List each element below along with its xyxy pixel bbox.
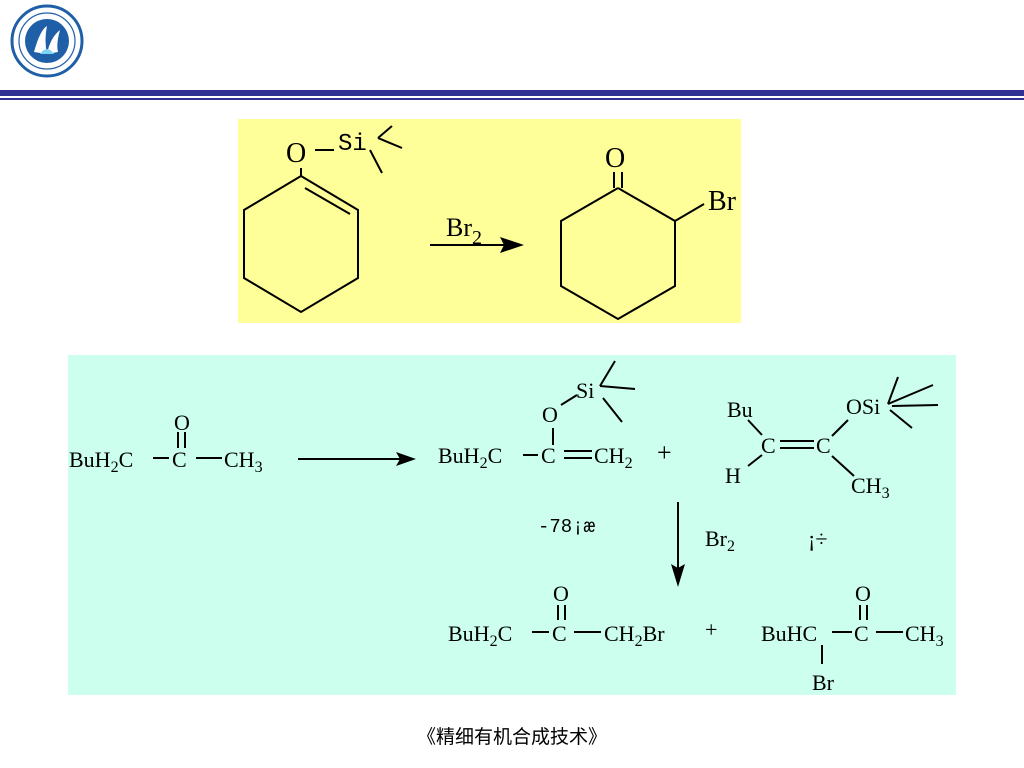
temperature-condition: -78¡æ xyxy=(538,516,596,538)
reaction-1-reagent: Br2 xyxy=(446,213,482,249)
silyl-1-vinyl-carbon: C xyxy=(541,443,556,468)
silyl-1-silicon-label: Si xyxy=(576,378,594,403)
university-logo xyxy=(10,4,84,78)
product-bromine-label: Br xyxy=(708,186,737,217)
silyl-1-left-group: BuH2C xyxy=(438,443,502,472)
product-1-left-group: BuH2C xyxy=(448,621,512,650)
silyl-2-butyl-label: Bu xyxy=(727,397,753,422)
silyl-2-carbon-2: C xyxy=(816,433,831,458)
product-2-left-group: BuHC xyxy=(761,621,817,646)
silyl-2-osi-label: OSi xyxy=(846,394,880,419)
header-rule-thin xyxy=(0,98,1024,100)
silyl-2-carbon-1: C xyxy=(761,433,776,458)
reaction-2-arrow-down xyxy=(671,502,685,587)
ketone-oxygen-label: O xyxy=(174,410,190,435)
ratio-marker: ¡÷ xyxy=(808,526,827,551)
silyl-enol-ether-1-bonds xyxy=(523,360,636,459)
silyl-2-methyl: CH3 xyxy=(851,473,890,502)
footer-course-title: 《精细有机合成技术》 xyxy=(416,726,607,748)
silyl-1-methylene: CH2 xyxy=(594,443,633,472)
ketone-carbonyl-carbon: C xyxy=(172,447,187,472)
silyl-1-oxygen-label: O xyxy=(542,402,558,427)
ketone-bonds xyxy=(153,432,222,459)
reactant-silicon-label: Si xyxy=(338,131,367,158)
ketone-left-group: BuH2C xyxy=(69,447,133,476)
header-rule-thick xyxy=(0,90,1024,96)
reaction-1-panel xyxy=(238,119,741,323)
reaction-2-reagent: Br2 xyxy=(705,526,735,555)
bromoketone-ring xyxy=(560,172,705,321)
product-2-carbonyl-carbon: C xyxy=(854,621,869,646)
product-2-methyl: CH3 xyxy=(905,621,944,650)
ketone-methyl: CH3 xyxy=(224,447,263,476)
reaction-2-arrow-right xyxy=(298,452,416,466)
product-1-oxygen-label: O xyxy=(553,581,569,606)
silyl-2-hydrogen-label: H xyxy=(725,463,741,488)
product-1-bonds xyxy=(532,605,601,633)
product-1-bromomethyl: CH2Br xyxy=(604,621,665,650)
plus-sign-1: + xyxy=(657,438,672,467)
reactant-oxygen-label: O xyxy=(286,138,306,169)
reaction-1-arrow xyxy=(430,237,524,253)
silyl-enol-ether-ring xyxy=(243,125,403,314)
silyl-enol-ether-2-bonds xyxy=(747,376,939,477)
product-1-carbonyl-carbon: C xyxy=(552,621,567,646)
reaction-2-panel xyxy=(68,355,956,695)
product-2-bromine-label: Br xyxy=(812,670,835,695)
product-2-bonds xyxy=(821,605,903,664)
product-2-oxygen-label: O xyxy=(855,581,871,606)
product-oxygen-label: O xyxy=(605,143,625,174)
plus-sign-2: + xyxy=(705,617,717,642)
